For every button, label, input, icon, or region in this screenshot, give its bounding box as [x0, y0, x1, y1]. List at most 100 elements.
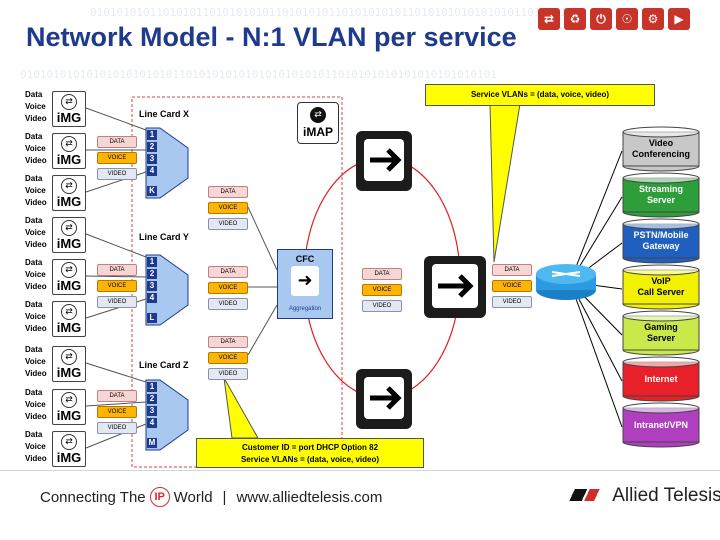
client-voice-label: Voice: [25, 144, 46, 153]
footer-url[interactable]: www.alliedtelesis.com: [236, 488, 383, 506]
line-card-x-label: Line Card X: [139, 109, 190, 119]
footer-brand: Allied Telesis: [560, 485, 720, 507]
port-label: K: [147, 186, 157, 196]
footer-divider: [0, 470, 720, 471]
link-x-cfc: [247, 206, 278, 271]
img-device-label: iMG: [56, 110, 82, 125]
img-device-label: iMG: [56, 194, 82, 209]
service-line-2: Conferencing: [631, 149, 690, 159]
footer-separator: |: [222, 488, 227, 506]
vlan-chip-video: VIDEO: [362, 300, 402, 312]
service-label[interactable]: Internet: [623, 364, 699, 394]
service-line-1: PSTN/Mobile: [633, 230, 689, 240]
client-data-label: Data: [25, 258, 43, 267]
share-icon[interactable]: ⇄: [538, 8, 560, 30]
switch-bottom: [356, 369, 412, 429]
line-card-z-label: Line Card Z: [139, 360, 189, 370]
service-line-2: Server: [646, 195, 676, 205]
port-label: 1: [147, 257, 157, 267]
vlan-chip-video: VIDEO: [208, 298, 248, 310]
img-device[interactable]: ⇄iMG: [52, 133, 86, 169]
service-line-1: Streaming: [638, 184, 683, 194]
client-data-label: Data: [25, 216, 43, 225]
img-device[interactable]: ⇄iMG: [52, 217, 86, 253]
broadcast-icon[interactable]: ☉: [616, 8, 638, 30]
service-cylinder: [622, 310, 700, 356]
link-svc-7: [569, 281, 623, 428]
port-label: 4: [147, 293, 157, 303]
img-device-label: iMG: [56, 320, 82, 335]
recycle-icon[interactable]: ♻: [564, 8, 586, 30]
cfc-title: CFC: [295, 254, 315, 264]
img-device-label: iMG: [56, 236, 82, 251]
power-icon[interactable]: ⏻: [590, 8, 612, 30]
img-device-label: iMG: [56, 408, 82, 423]
callout-bottom-pointer: [223, 377, 259, 439]
img-device-label: iMG: [56, 278, 82, 293]
vlan-chip-voice: VOICE: [362, 284, 402, 296]
img-device-icon: ⇄: [61, 136, 77, 152]
port-label: 4: [147, 418, 157, 428]
img-device[interactable]: ⇄iMG: [52, 389, 86, 425]
img-device[interactable]: ⇄iMG: [52, 301, 86, 337]
client-voice-label: Voice: [25, 102, 46, 111]
top-icon-bar: ⇄ ♻ ⏻ ☉ ⚙ ▶: [538, 8, 690, 30]
img-device-icon: ⇄: [61, 392, 77, 408]
client-video-label: Video: [25, 324, 47, 333]
img-device-label: iMG: [56, 450, 82, 465]
footer-text-b: World: [173, 488, 213, 506]
vlan-chip-voice: VOICE: [97, 406, 137, 418]
service-line-1: VoIP: [651, 276, 671, 286]
port-label: 2: [147, 269, 157, 279]
play-icon[interactable]: ▶: [668, 8, 690, 30]
vlan-chip-video: VIDEO: [97, 168, 137, 180]
vlan-chip-video: VIDEO: [208, 368, 248, 380]
vlan-chip-voice: VOICE: [492, 280, 532, 292]
port-label: 1: [147, 382, 157, 392]
img-device[interactable]: ⇄iMG: [52, 346, 86, 382]
port-label: 1: [147, 130, 157, 140]
img-device-label: iMG: [56, 365, 82, 380]
client-video-label: Video: [25, 369, 47, 378]
client-data-label: Data: [25, 132, 43, 141]
img-device[interactable]: ⇄iMG: [52, 259, 86, 295]
port-label: M: [147, 438, 157, 448]
link-z-cfc: [247, 304, 278, 356]
vlan-chip-voice: VOICE: [208, 352, 248, 364]
page-title: Network Model - N:1 VLAN per service: [26, 22, 517, 52]
imap-icon: ⇄: [310, 107, 326, 123]
vlan-chip-voice: VOICE: [97, 280, 137, 292]
cfc-subtitle: Aggregation: [288, 306, 322, 312]
img-device[interactable]: ⇄iMG: [52, 431, 86, 467]
client-video-label: Video: [25, 412, 47, 421]
switch-middle: [424, 256, 486, 318]
client-data-label: Data: [25, 345, 43, 354]
brand-name: Allied Telesis: [612, 485, 720, 506]
client-voice-label: Voice: [25, 270, 46, 279]
switch-arrow-icon: ➜: [291, 266, 319, 296]
ip-logo-icon: IP: [149, 487, 170, 507]
client-link: [85, 107, 147, 131]
img-device-icon: ⇄: [61, 304, 77, 320]
service-line-2: Gateway: [642, 241, 680, 251]
vlan-chip-data: DATA: [208, 336, 248, 348]
callout-line-2: Service VLANs = (data, voice, video): [240, 455, 380, 464]
gear-icon[interactable]: ⚙: [642, 8, 664, 30]
service-line-1: Video: [648, 138, 674, 148]
img-device-icon: ⇄: [61, 94, 77, 110]
client-video-label: Video: [25, 156, 47, 165]
allied-telesis-logo-icon: [560, 489, 604, 501]
img-device[interactable]: ⇄iMG: [52, 91, 86, 127]
img-device[interactable]: ⇄iMG: [52, 175, 86, 211]
vlan-chip-video: VIDEO: [492, 296, 532, 308]
cfc-aggregation[interactable]: CFC ➜ Aggregation: [277, 249, 333, 319]
client-data-label: Data: [25, 90, 43, 99]
client-data-label: Data: [25, 388, 43, 397]
vlan-chip-data: DATA: [492, 264, 532, 276]
service-label[interactable]: Intranet/VPN: [623, 410, 699, 440]
